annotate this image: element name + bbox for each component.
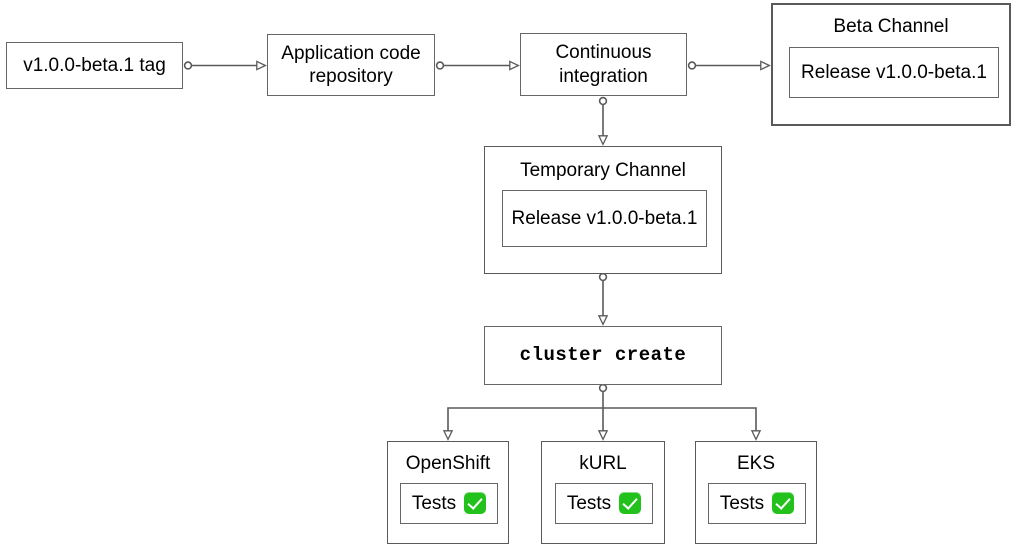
node-temporary-channel-release[interactable]: Release v1.0.0-beta.1	[502, 190, 707, 247]
node-kurl-tests[interactable]: Tests	[555, 483, 653, 524]
node-kurl-tests-line: Tests	[566, 492, 642, 515]
node-openshift-tests[interactable]: Tests	[400, 483, 498, 524]
node-beta-channel[interactable]: Beta Channel Release v1.0.0-beta.1	[771, 3, 1011, 126]
node-continuous-integration[interactable]: Continuous integration	[520, 33, 687, 96]
green-check-icon	[619, 492, 642, 515]
node-openshift[interactable]: OpenShift Tests	[387, 441, 509, 544]
node-application-code-repository[interactable]: Application code repository	[267, 34, 435, 96]
node-beta-channel-title: Beta Channel	[833, 16, 949, 37]
green-check-icon	[464, 492, 487, 515]
node-eks-tests-line: Tests	[719, 492, 795, 515]
node-beta-channel-release-label: Release v1.0.0-beta.1	[801, 61, 987, 83]
node-eks-title: EKS	[736, 453, 776, 474]
node-version-tag[interactable]: v1.0.0-beta.1 tag	[6, 42, 183, 89]
node-openshift-tests-line: Tests	[411, 492, 487, 515]
node-eks[interactable]: EKS Tests	[695, 441, 817, 544]
edge-cluster-create-to-openshift	[448, 407, 603, 439]
node-eks-tests[interactable]: Tests	[708, 483, 806, 524]
node-continuous-integration-label: Continuous integration	[555, 42, 652, 87]
green-check-icon	[772, 492, 795, 515]
edge-source-dot	[598, 272, 608, 282]
node-beta-channel-release[interactable]: Release v1.0.0-beta.1	[789, 47, 999, 98]
node-kurl-tests-label: Tests	[566, 492, 612, 514]
node-temporary-channel-title: Temporary Channel	[520, 160, 686, 181]
node-application-code-repository-label: Application code repository	[281, 42, 421, 87]
edge-source-dot	[687, 61, 697, 70]
node-openshift-title: OpenShift	[405, 453, 491, 474]
edge-source-dot	[435, 61, 445, 70]
node-eks-tests-label: Tests	[719, 492, 765, 514]
node-temporary-channel-release-label: Release v1.0.0-beta.1	[511, 207, 698, 229]
edge-source-dot	[183, 61, 193, 70]
node-version-tag-label: v1.0.0-beta.1 tag	[23, 54, 166, 76]
edge-source-dot	[598, 383, 608, 393]
node-temporary-channel[interactable]: Temporary Channel Release v1.0.0-beta.1	[484, 146, 722, 274]
node-cluster-create[interactable]: cluster create	[484, 326, 722, 385]
node-kurl[interactable]: kURL Tests	[541, 441, 665, 544]
node-kurl-title: kURL	[579, 453, 627, 474]
node-cluster-create-label: cluster create	[519, 343, 687, 366]
edge-source-dot	[598, 96, 608, 106]
edge-cluster-create-to-eks	[603, 407, 756, 439]
node-openshift-tests-label: Tests	[411, 492, 457, 514]
